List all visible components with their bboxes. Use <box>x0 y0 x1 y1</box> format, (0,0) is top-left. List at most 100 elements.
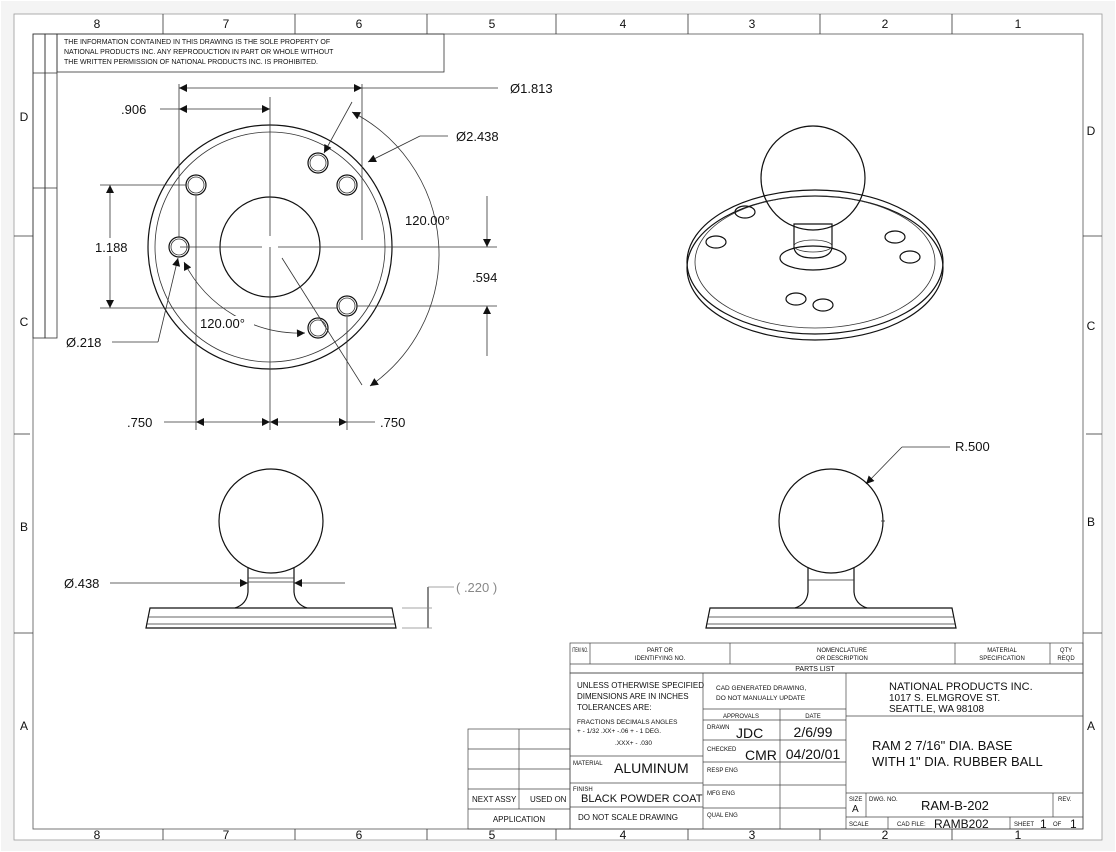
company-name: NATIONAL PRODUCTS INC. <box>889 681 1033 693</box>
checked-date: 04/20/01 <box>786 746 841 762</box>
col-item-no: ITEM NO. <box>572 648 588 654</box>
dim-906: .906 <box>121 102 146 117</box>
front-view: Ø.438 ( .220 ) <box>64 468 497 629</box>
size-label: SIZE <box>849 797 862 803</box>
row-label: C <box>1087 319 1096 333</box>
dim-1188: 1.188 <box>95 240 128 255</box>
col-label: 1 <box>1015 828 1022 842</box>
row-label: D <box>1087 124 1096 138</box>
mount-hole <box>307 152 329 174</box>
side-view: R.500 <box>705 439 990 629</box>
neck-profile <box>794 568 868 609</box>
sheet-number: 1 <box>1040 817 1047 831</box>
cad-note: DO NOT MANUALLY UPDATE <box>716 695 806 702</box>
col-label: 4 <box>620 828 627 842</box>
col-reqd: REQD <box>1057 656 1075 662</box>
material-label: MATERIAL <box>573 761 603 767</box>
finish-label: FINISH <box>573 787 593 793</box>
company-city: SEATTLE, WA 98108 <box>889 704 984 715</box>
col-label: 7 <box>223 828 230 842</box>
company-address: 1017 S. ELMGROVE ST. <box>889 693 1000 704</box>
top-view: Ø1.813 .906 Ø2.438 120.00° 1.188 .594 12… <box>66 81 553 430</box>
col-label: 2 <box>882 17 889 31</box>
col-material: MATERIAL <box>987 648 1017 654</box>
row-label: A <box>20 719 28 733</box>
col-label: 8 <box>94 17 101 31</box>
base-profile <box>145 607 397 629</box>
isometric-view <box>686 125 944 341</box>
dim-438: Ø.438 <box>64 576 99 591</box>
cad-file-label: CAD FILE: <box>897 822 926 828</box>
drawn-label: DRAWN <box>707 725 729 731</box>
sheet-label: SHEET <box>1014 822 1034 828</box>
checked-by: CMR <box>745 747 777 763</box>
row-label: C <box>20 315 29 329</box>
dim-220: ( .220 ) <box>456 580 497 595</box>
notice-line: NATIONAL PRODUCTS INC. ANY REPRODUCTION … <box>64 49 334 56</box>
zone-ticks <box>14 14 1102 840</box>
col-specification: SPECIFICATION <box>979 656 1025 662</box>
tolerance-note: .XXX+ - .030 <box>615 740 652 747</box>
col-part-or: PART OR <box>647 648 674 654</box>
col-label: 1 <box>1015 17 1022 31</box>
used-on-label: USED ON <box>530 795 567 804</box>
next-assy-label: NEXT ASSY <box>472 795 517 804</box>
dim-1813: Ø1.813 <box>510 81 553 96</box>
col-label: 6 <box>356 17 363 31</box>
tolerance-note: DIMENSIONS ARE IN INCHES <box>577 692 689 701</box>
mfg-eng-label: MFG ENG <box>707 791 735 797</box>
tolerance-note: FRACTIONS DECIMALS ANGLES <box>577 719 678 726</box>
ball-profile <box>218 468 324 574</box>
col-qty: QTY <box>1060 648 1072 654</box>
dim-angle-upper: 120.00° <box>405 213 450 228</box>
of-label: OF <box>1053 822 1062 828</box>
dim-594: .594 <box>472 270 497 285</box>
dim-2438: Ø2.438 <box>456 129 499 144</box>
tolerance-note: TOLERANCES ARE: <box>577 703 652 712</box>
sheet-paper <box>13 13 1103 841</box>
notice-line: THE INFORMATION CONTAINED IN THIS DRAWIN… <box>64 39 330 46</box>
scale-label: SCALE <box>849 822 869 828</box>
col-label: 5 <box>489 17 496 31</box>
resp-eng-label: RESP ENG <box>707 768 738 774</box>
dwg-no-value: RAM-B-202 <box>921 798 989 813</box>
neck-profile <box>234 568 308 609</box>
application-block: NEXT ASSY USED ON APPLICATION <box>467 728 571 830</box>
sheet-total: 1 <box>1070 817 1077 831</box>
dim-218: Ø.218 <box>66 335 101 350</box>
checked-label: CHECKED <box>707 747 737 753</box>
parts-list: ITEM NO. PART OR IDENTIFYING NO. NOMENCL… <box>569 642 1084 674</box>
qual-eng-label: QUAL ENG <box>707 813 738 819</box>
approvals-header: APPROVALS <box>723 714 759 720</box>
title-block: UNLESS OTHERWISE SPECIFIED DIMENSIONS AR… <box>569 672 1084 831</box>
dim-angle-lower: 120.00° <box>200 316 245 331</box>
col-description: OR DESCRIPTION <box>816 656 868 662</box>
col-label: 4 <box>620 17 627 31</box>
no-scale-note: DO NOT SCALE DRAWING <box>578 813 678 822</box>
drawn-date: 2/6/99 <box>794 724 833 740</box>
revision-strip <box>32 33 58 339</box>
tolerance-note: UNLESS OTHERWISE SPECIFIED <box>577 681 704 690</box>
parts-list-title: PARTS LIST <box>795 666 835 673</box>
mount-hole <box>187 176 205 194</box>
date-header: DATE <box>805 714 821 720</box>
cad-note: CAD GENERATED DRAWING, <box>716 685 806 692</box>
col-identifying: IDENTIFYING NO. <box>635 656 686 662</box>
mount-hole <box>307 317 329 339</box>
row-label: B <box>1087 515 1095 529</box>
col-label: 3 <box>749 17 756 31</box>
dwg-no-label: DWG. NO. <box>869 797 898 803</box>
drawing-title: RAM 2 7/16" DIA. BASE <box>872 738 1013 753</box>
col-label: 5 <box>489 828 496 842</box>
col-nomenclature: NOMENCLATURE <box>817 648 867 654</box>
finish-value: BLACK POWDER COAT <box>581 793 703 805</box>
drawing-title: WITH 1" DIA. RUBBER BALL <box>872 754 1043 769</box>
notice-line: THE WRITTEN PERMISSION OF NATIONAL PRODU… <box>64 59 318 66</box>
application-label: APPLICATION <box>493 815 546 824</box>
ball-iso <box>760 125 866 231</box>
row-label: B <box>20 520 28 534</box>
col-label: 8 <box>94 828 101 842</box>
material-value: ALUMINUM <box>614 760 689 776</box>
row-label: D <box>20 110 29 124</box>
